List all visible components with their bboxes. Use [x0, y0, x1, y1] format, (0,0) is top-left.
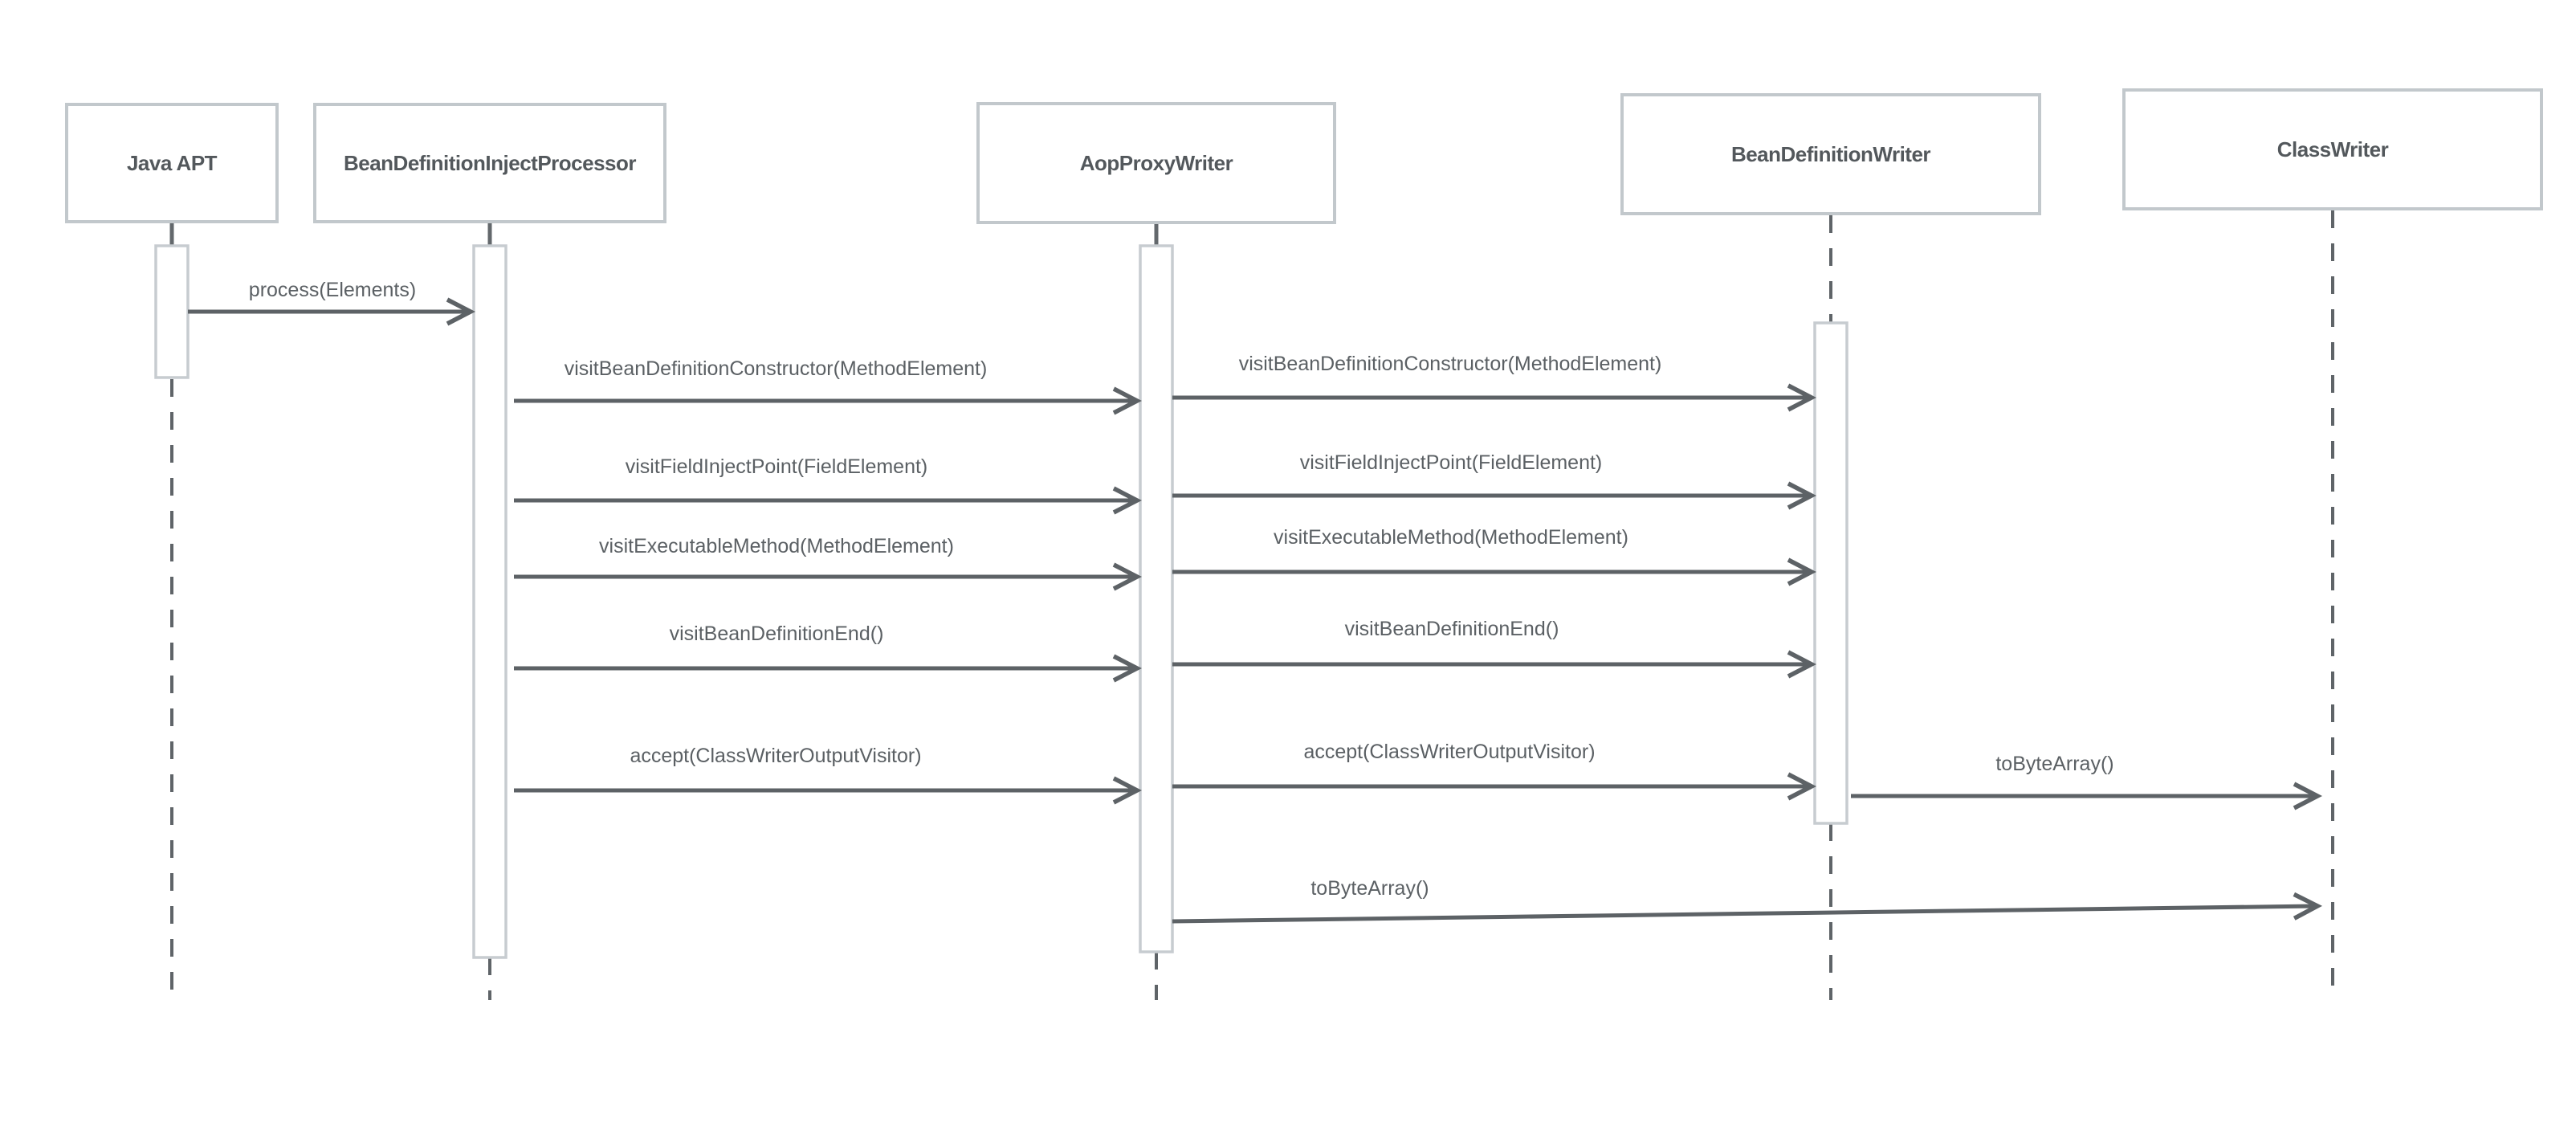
message-visit-field-inject-point-left: visitFieldInjectPoint(FieldElement) — [514, 455, 1142, 515]
activation-bar-java-apt — [154, 244, 190, 379]
participant-bean-definition-writer: BeanDefinitionWriter — [1620, 93, 2041, 215]
participant-title-class-writer: ClassWriter — [2277, 137, 2389, 161]
participant-box-bean-definition-writer — [1620, 93, 2041, 215]
message-arrow-to-byte-array-from-aop-proxy-writer — [1172, 892, 2322, 924]
activation-bars — [154, 244, 1848, 959]
message-label-visit-field-inject-point-right: visitFieldInjectPoint(FieldElement) — [1300, 451, 1603, 474]
message-label-to-byte-array-from-aop-proxy-writer: toByteArray() — [1310, 877, 1429, 900]
participant-box-aop-proxy-writer — [976, 102, 1336, 224]
message-visit-bean-definition-end-right: visitBeanDefinitionEnd() — [1172, 618, 1816, 679]
message-visit-bean-definition-constructor-right: visitBeanDefinitionConstructor(MethodEle… — [1172, 353, 1816, 412]
message-visit-bean-definition-end-left: visitBeanDefinitionEnd() — [514, 623, 1142, 683]
message-process-elements: process(Elements) — [188, 279, 475, 326]
message-to-byte-array-from-aop-proxy-writer: toByteArray() — [1172, 877, 2322, 924]
message-label-visit-bean-definition-constructor-left: visitBeanDefinitionConstructor(MethodEle… — [565, 357, 988, 380]
message-label-process-elements: process(Elements) — [249, 279, 416, 301]
message-visit-executable-method-left: visitExecutableMethod(MethodElement) — [514, 535, 1142, 591]
participant-box-bean-definition-inject-processor — [313, 103, 666, 223]
message-label-visit-field-inject-point-left: visitFieldInjectPoint(FieldElement) — [626, 455, 928, 478]
message-visit-field-inject-point-right: visitFieldInjectPoint(FieldElement) — [1172, 451, 1816, 510]
message-accept-class-writer-output-visitor-right: accept(ClassWriterOutputVisitor) — [1172, 741, 1816, 801]
activation-bar-aop-proxy-writer — [1139, 244, 1174, 953]
message-label-accept-class-writer-output-visitor-left: accept(ClassWriterOutputVisitor) — [630, 745, 921, 767]
participant-java-apt: Java APT — [65, 103, 279, 223]
message-to-byte-array-from-bean-definition-writer: toByteArray() — [1851, 753, 2322, 810]
participant-bean-definition-inject-processor: BeanDefinitionInjectProcessor — [313, 103, 666, 223]
participant-title-bean-definition-inject-processor: BeanDefinitionInjectProcessor — [344, 151, 636, 175]
participant-title-java-apt: Java APT — [127, 151, 218, 175]
message-label-visit-bean-definition-end-left: visitBeanDefinitionEnd() — [670, 623, 884, 645]
participant-box-class-writer — [2122, 88, 2543, 210]
message-label-visit-bean-definition-end-right: visitBeanDefinitionEnd() — [1345, 618, 1559, 640]
message-label-visit-executable-method-left: visitExecutableMethod(MethodElement) — [599, 535, 954, 557]
message-label-visit-bean-definition-constructor-right: visitBeanDefinitionConstructor(MethodEle… — [1239, 353, 1662, 375]
lifelines — [169, 210, 2334, 1000]
participant-title-bean-definition-writer: BeanDefinitionWriter — [1731, 142, 1930, 166]
activation-bar-bean-definition-inject-processor — [472, 244, 507, 959]
message-visit-bean-definition-constructor-left: visitBeanDefinitionConstructor(MethodEle… — [514, 357, 1142, 415]
participant-class-writer: ClassWriter — [2122, 88, 2543, 210]
message-label-visit-executable-method-right: visitExecutableMethod(MethodElement) — [1274, 526, 1628, 549]
activation-bar-bean-definition-writer — [1813, 321, 1848, 825]
message-label-accept-class-writer-output-visitor-right: accept(ClassWriterOutputVisitor) — [1303, 741, 1595, 763]
participant-aop-proxy-writer: AopProxyWriter — [976, 102, 1336, 224]
message-accept-class-writer-output-visitor-left: accept(ClassWriterOutputVisitor) — [514, 745, 1142, 805]
participant-box-java-apt — [65, 103, 279, 223]
message-label-to-byte-array-from-bean-definition-writer: toByteArray() — [1995, 753, 2113, 775]
message-visit-executable-method-right: visitExecutableMethod(MethodElement) — [1172, 526, 1816, 586]
participant-title-aop-proxy-writer: AopProxyWriter — [1080, 151, 1233, 175]
